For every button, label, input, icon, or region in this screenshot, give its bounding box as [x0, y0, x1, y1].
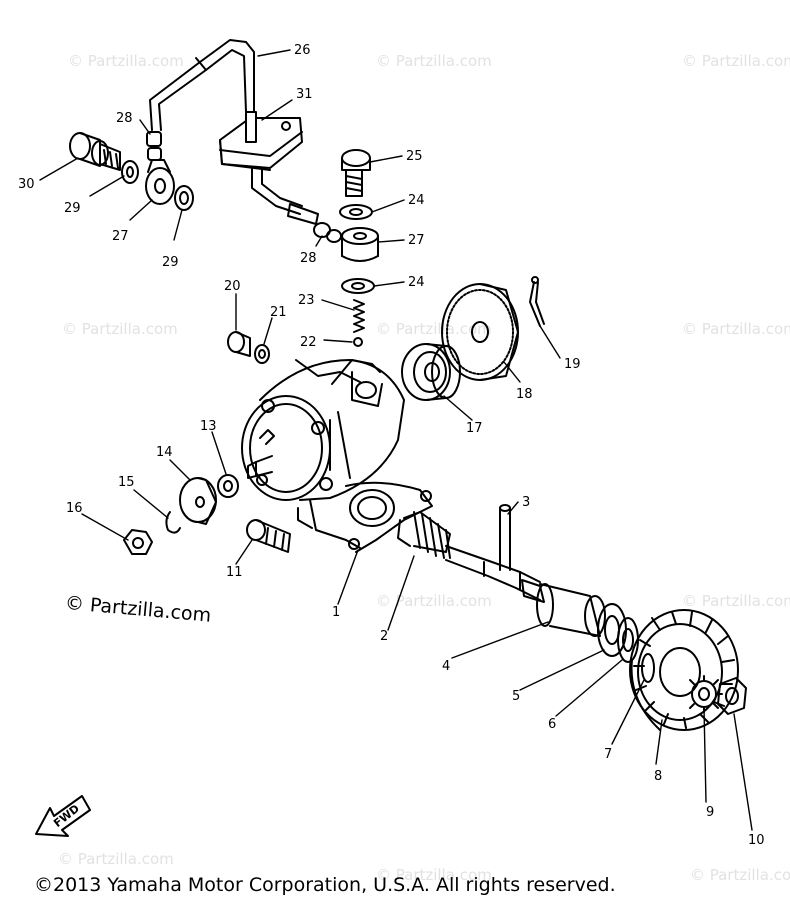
washer-24-upper	[339, 204, 373, 220]
washer-6	[617, 617, 639, 663]
oil-hose-26	[149, 39, 255, 131]
dowel-pin-3	[499, 504, 511, 571]
spring-23	[353, 299, 365, 333]
circlip-15	[165, 511, 181, 534]
nut-10	[717, 677, 747, 715]
callout-5: 5	[512, 689, 520, 704]
watermark: © Partzilla.com	[376, 320, 492, 338]
nut-16	[123, 529, 153, 555]
banjo-bolt-25	[341, 149, 371, 197]
watermark: © Partzilla.com	[376, 866, 492, 884]
callout-16: 16	[66, 501, 83, 516]
watermark: © Partzilla.com	[68, 52, 184, 70]
callout-17: 17	[466, 421, 483, 436]
callout-28b: 28	[300, 251, 317, 266]
banjo-bolt-30	[69, 132, 121, 171]
callout-30: 30	[18, 177, 35, 192]
callout-3: 3	[522, 495, 530, 510]
callout-labels: 1 2 3 4 5 6 7 8 9 10 11 13 14 15 16 17 1…	[18, 43, 765, 848]
callout-28a: 28	[116, 111, 133, 126]
pulley-14	[179, 477, 217, 525]
callout-25: 25	[406, 149, 423, 164]
callout-24a: 24	[408, 193, 425, 208]
hose-guide-31	[219, 111, 319, 225]
callout-10: 10	[748, 833, 765, 848]
watermark: © Partzilla.com	[376, 52, 492, 70]
watermark: © Partzilla.com	[62, 320, 178, 338]
worm-shaft-2	[397, 511, 545, 603]
watermark: © Partzilla.com	[376, 592, 492, 610]
washer-21	[254, 344, 270, 364]
watermark: © Partzilla.com	[682, 320, 790, 338]
callout-26: 26	[294, 43, 311, 58]
pin-7	[641, 653, 655, 683]
callout-23: 23	[298, 293, 315, 308]
washer-29-right	[174, 185, 194, 211]
washer-13	[217, 474, 239, 498]
callout-18: 18	[516, 387, 533, 402]
callout-4: 4	[442, 659, 450, 674]
callout-15: 15	[118, 475, 135, 490]
bolt-20	[227, 331, 251, 357]
ball-22	[353, 337, 363, 347]
callout-8: 8	[654, 769, 662, 784]
callout-2: 2	[380, 629, 388, 644]
callout-29a: 29	[64, 201, 81, 216]
washer-24-lower	[341, 278, 375, 294]
copyright-notice: ©2013 Yamaha Motor Corporation, U.S.A. A…	[34, 874, 616, 896]
fwd-arrow-icon	[35, 795, 91, 837]
callout-19: 19	[564, 357, 581, 372]
callout-9: 9	[706, 805, 714, 820]
hose-clip-28	[146, 131, 342, 243]
callout-21: 21	[270, 305, 287, 320]
oil-pump-body	[241, 359, 433, 553]
callout-20: 20	[224, 279, 241, 294]
pinion-9	[689, 675, 723, 713]
pin-19	[529, 276, 545, 327]
callout-11: 11	[226, 565, 243, 580]
callout-31: 31	[296, 87, 313, 102]
banjo-union-27-right	[341, 227, 379, 262]
callout-24b: 24	[408, 275, 425, 290]
watermark: © Partzilla.com	[690, 866, 790, 884]
gear-18	[441, 283, 519, 381]
callout-29b: 29	[162, 255, 179, 270]
collar-4	[536, 583, 606, 637]
callout-14: 14	[156, 445, 173, 460]
watermark: © Partzilla.com	[682, 592, 790, 610]
callout-27b: 27	[408, 233, 425, 248]
callout-13: 13	[200, 419, 217, 434]
bolt-11	[246, 519, 291, 553]
watermark: © Partzilla.com	[58, 850, 174, 868]
washer-29-left	[121, 160, 139, 184]
callout-1: 1	[332, 605, 340, 620]
callout-6: 6	[548, 717, 556, 732]
watermark: © Partzilla.com	[682, 52, 790, 70]
helical-gear-8	[629, 609, 739, 731]
callout-7: 7	[604, 747, 612, 762]
leader-lines	[39, 49, 753, 831]
callout-27a: 27	[112, 229, 129, 244]
callout-22: 22	[300, 335, 317, 350]
banjo-union-27-left	[145, 159, 175, 205]
